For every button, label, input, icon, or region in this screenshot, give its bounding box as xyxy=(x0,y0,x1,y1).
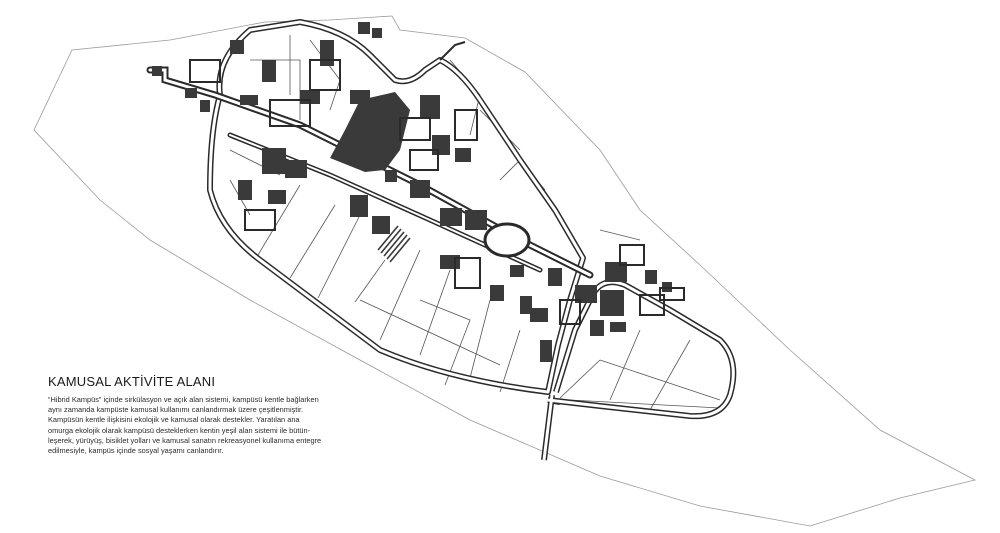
north-road-spur xyxy=(439,41,466,61)
caption-body: “Hibrid Kampüs” içinde sirkülasyon ve aç… xyxy=(48,395,370,456)
oval-plaza xyxy=(483,222,531,258)
stepped-building xyxy=(377,225,411,263)
caption: KAMUSAL AKTİVİTE ALANI “Hibrid Kampüs” i… xyxy=(48,374,370,456)
building-outlines xyxy=(189,59,685,325)
caption-line: “Hibrid Kampüs” içinde sirkülasyon ve aç… xyxy=(48,395,319,404)
caption-line: omurga ekolojik olarak kampüsü destekler… xyxy=(48,425,311,435)
caption-line: edilmesiyle, kampüs içinde sosyal yaşamı… xyxy=(48,446,224,456)
caption-line: aynı zamanda kampüste kamusal kullanımı … xyxy=(48,405,304,415)
caption-title: KAMUSAL AKTİVİTE ALANI xyxy=(48,374,216,389)
buildings xyxy=(152,22,672,362)
site-boundary xyxy=(33,15,977,527)
caption-line: Kampüsün kentle ilişkisini ekolojik ve k… xyxy=(48,415,300,425)
caption-line: leşerek, yürüyüş, bisiklet yolları ve ka… xyxy=(48,435,322,445)
